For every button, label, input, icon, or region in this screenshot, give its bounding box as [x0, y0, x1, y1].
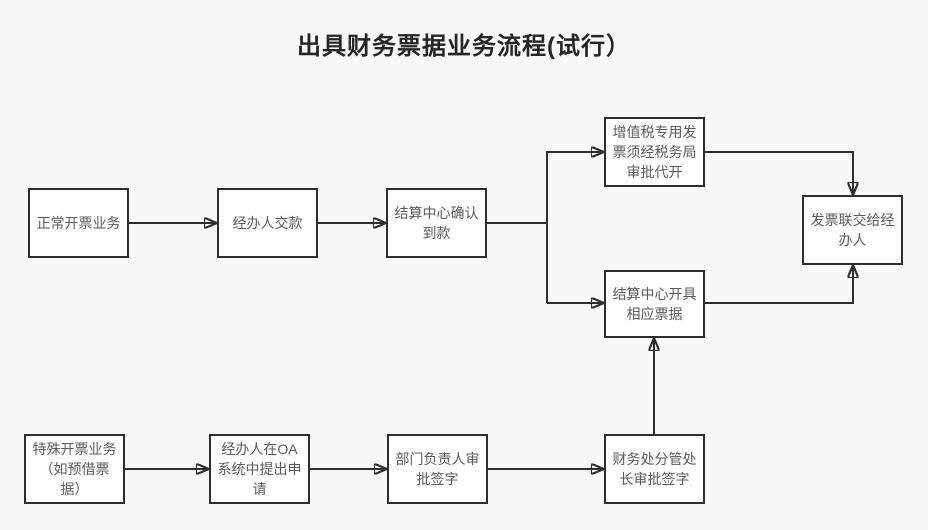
node-label: 经办人交款 — [232, 215, 303, 231]
node-label: 特殊开票业务 （如预借票 据） — [32, 441, 117, 497]
node-settlement-confirms: 结算中心确认 到款 — [386, 188, 487, 258]
node-label: 正常开票业务 — [36, 215, 121, 231]
node-invoice-to-handler: 发票联交给经 办人 — [802, 195, 903, 265]
node-label: 结算中心确认 到款 — [394, 205, 479, 241]
edge-issue-to-handler — [705, 265, 853, 304]
node-label: 经办人在OA 系统中提出申 请 — [217, 441, 302, 497]
node-label: 结算中心开具 相应票据 — [612, 286, 697, 322]
node-vat-invoice-approval: 增值税专用发 票须经税务局 审批代开 — [604, 117, 705, 187]
node-label: 部门负责人审 批签字 — [395, 451, 480, 487]
node-normal-invoicing: 正常开票业务 — [28, 188, 129, 258]
node-finance-director-sign: 财务处分管处 长审批签字 — [604, 434, 705, 504]
node-dept-head-sign: 部门负责人审 批签字 — [387, 434, 488, 504]
node-settlement-issues: 结算中心开具 相应票据 — [604, 270, 705, 338]
node-label: 增值税专用发 票须经税务局 审批代开 — [612, 124, 697, 180]
node-oa-application: 经办人在OA 系统中提出申 请 — [209, 434, 310, 504]
node-special-invoicing: 特殊开票业务 （如预借票 据） — [24, 434, 125, 504]
node-label: 财务处分管处 长审批签字 — [612, 451, 697, 487]
node-label: 发票联交给经 办人 — [810, 212, 895, 248]
diagram-title: 出具财务票据业务流程(试行） — [297, 33, 631, 60]
edge-vat-to-handler — [705, 151, 853, 195]
node-handler-pays: 经办人交款 — [217, 188, 318, 258]
edge-branch-to-vat — [546, 152, 604, 303]
